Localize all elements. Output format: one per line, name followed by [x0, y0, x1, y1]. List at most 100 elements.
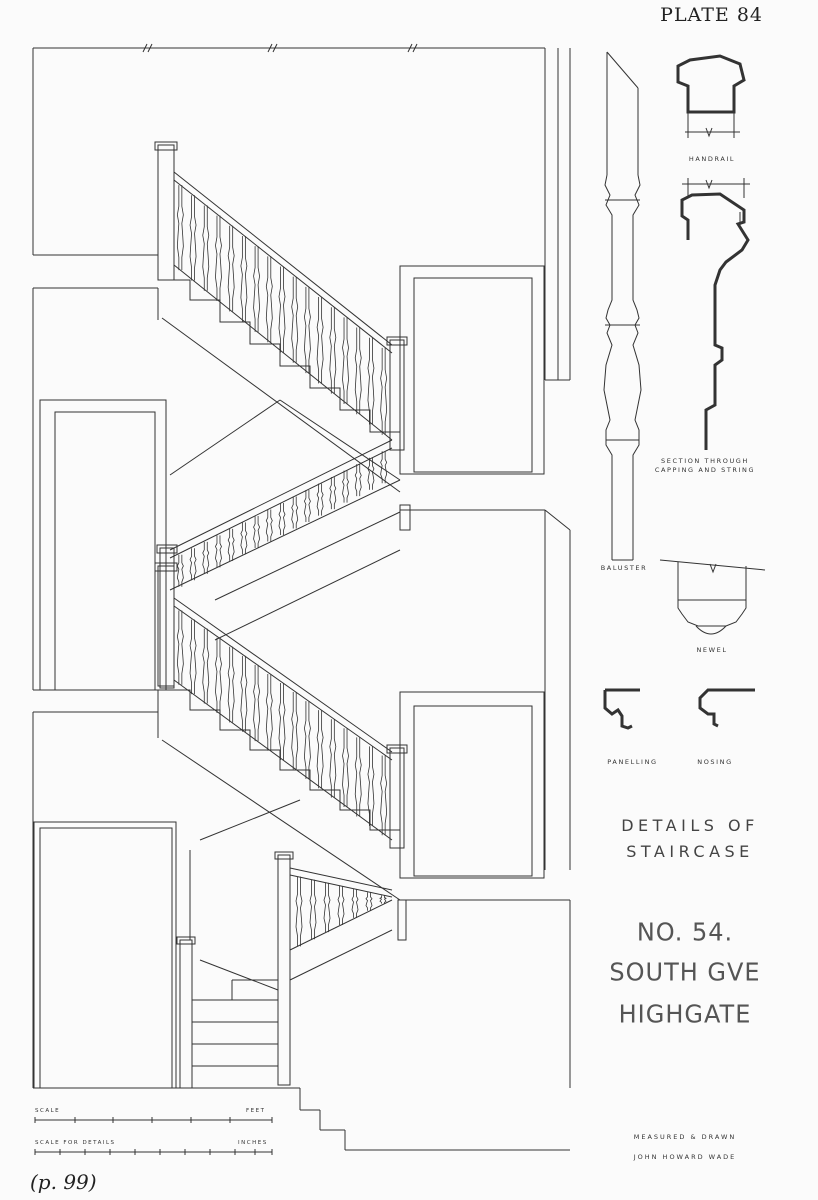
baluster: [354, 327, 362, 415]
baluster: [323, 882, 331, 933]
baluster: [265, 509, 273, 542]
baluster: [176, 554, 184, 587]
baluster: [380, 451, 388, 484]
wall-outlines: [32, 48, 571, 1151]
baluster: [278, 503, 286, 535]
baluster: [253, 246, 260, 332]
baluster: [354, 737, 362, 817]
title-line-2: STAIRCASE: [626, 842, 754, 861]
baluster: [380, 755, 388, 836]
newel-label: NEWEL: [696, 646, 728, 654]
address-line-2: SOUTH GVE: [609, 957, 761, 987]
nosing-profile: [698, 688, 755, 728]
baluster-detail: [603, 51, 642, 561]
baluster: [342, 470, 349, 503]
balusters-bottom: [295, 876, 387, 947]
scale-details-label: SCALE FOR DETAILS: [35, 1140, 116, 1146]
balusters-middle: [176, 451, 388, 587]
baluster: [202, 205, 210, 291]
baluster: [265, 256, 273, 343]
scale-bar-inches: [34, 1149, 273, 1155]
baluster: [253, 664, 260, 742]
baluster: [240, 655, 248, 732]
nosing-label: NOSING: [697, 758, 733, 766]
scale-details-unit: INCHES: [238, 1140, 268, 1146]
handrail-section: [676, 54, 746, 114]
panelling-label: PANELLING: [607, 758, 658, 766]
break-marks: [142, 43, 418, 53]
baluster: [295, 876, 303, 947]
baluster: [189, 195, 197, 281]
baluster: [365, 892, 373, 911]
baluster: [351, 889, 359, 918]
baluster: [202, 628, 210, 704]
baluster: [291, 276, 299, 363]
baluster: [215, 637, 222, 713]
baluster: [291, 692, 299, 770]
baluster: [227, 646, 235, 723]
baluster: [379, 895, 387, 904]
upper-flight: [154, 141, 408, 493]
baluster: [278, 266, 286, 353]
baluster: [215, 535, 222, 568]
baluster: [240, 522, 248, 555]
baluster: [304, 701, 311, 779]
baluster: [215, 215, 222, 302]
scale-feet-label: SCALE: [35, 1108, 61, 1114]
baluster: [240, 235, 248, 322]
baluster-label: BALUSTER: [600, 564, 648, 572]
capping-break: [682, 178, 750, 228]
baluster: [316, 710, 324, 789]
credit-line-2: JOHN HOWARD WADE: [633, 1153, 737, 1161]
baluster: [278, 683, 286, 760]
middle-flight: [156, 399, 411, 689]
baluster: [265, 673, 273, 751]
baluster: [253, 515, 261, 548]
baluster: [367, 337, 375, 425]
baluster: [354, 464, 362, 497]
baluster: [329, 719, 337, 798]
baluster: [329, 477, 337, 510]
baluster: [227, 528, 235, 561]
plate-number: PLATE 84: [660, 4, 763, 26]
scale-bar-feet: [34, 1117, 273, 1123]
baluster: [176, 610, 184, 685]
balusters-upper: [176, 185, 388, 435]
panelling-profile: [603, 688, 640, 730]
handrail-break: [685, 112, 740, 138]
baluster: [189, 619, 197, 695]
capping-string-section: [680, 192, 750, 450]
baluster: [367, 457, 375, 490]
lower-flight: [154, 562, 408, 901]
baluster: [291, 496, 299, 529]
credit-line-1: MEASURED & DRAWN: [633, 1133, 737, 1141]
baluster: [367, 746, 375, 826]
baluster: [329, 307, 337, 394]
door-frames: [33, 265, 545, 1089]
baluster: [176, 185, 184, 271]
baluster: [342, 317, 349, 404]
section-label-2: CAPPING AND STRING: [654, 466, 756, 474]
handrail-label: HANDRAIL: [688, 155, 736, 163]
baluster: [227, 225, 235, 312]
baluster: [304, 286, 311, 374]
page-reference: (p. 99): [30, 1170, 97, 1194]
baluster: [189, 548, 197, 581]
balusters-lower: [176, 610, 388, 836]
baluster: [202, 541, 210, 574]
title-line-1: DETAILS OF: [621, 816, 759, 835]
baluster: [380, 347, 388, 435]
baluster: [342, 728, 349, 808]
scale-feet-unit: FEET: [246, 1108, 266, 1114]
baluster: [316, 297, 324, 384]
address-line-1: NO. 54.: [636, 917, 734, 947]
newel-detail: [659, 559, 766, 635]
bottom-flight: [176, 799, 407, 1089]
section-label-1: SECTION THROUGH: [661, 457, 749, 465]
baluster: [309, 879, 317, 940]
baluster: [303, 490, 311, 523]
baluster: [316, 483, 324, 516]
baluster: [337, 886, 345, 925]
address-line-3: HIGHGATE: [618, 999, 752, 1029]
